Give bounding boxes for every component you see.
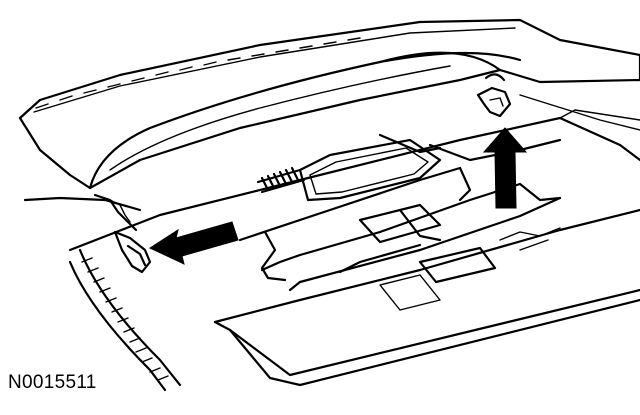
foam-edge-roll <box>23 196 182 392</box>
figure-id-label: N0015511 <box>8 372 97 393</box>
seat-pan-frame <box>68 94 640 387</box>
arrow-up-icon <box>482 127 528 209</box>
cushion-cover <box>18 18 640 190</box>
center-bracket <box>298 138 497 311</box>
right-retaining-clip <box>476 73 512 118</box>
coil-spring <box>256 166 306 194</box>
arrow-left-icon <box>148 221 239 265</box>
left-retaining-clip <box>93 193 152 274</box>
